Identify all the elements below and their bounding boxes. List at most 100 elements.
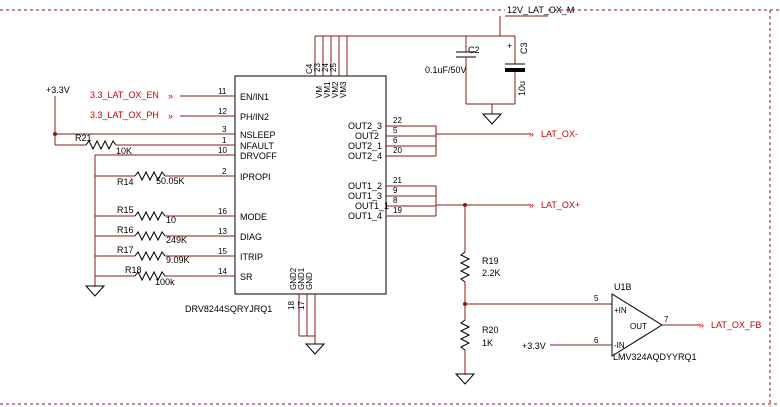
pin-name-diag: DIAG <box>240 232 262 242</box>
r18-ref: R18 <box>125 265 142 275</box>
resistor-r21[interactable] <box>85 139 117 151</box>
pin-name-en: EN/IN1 <box>240 92 269 102</box>
pin-num-out1-4: 19 <box>393 206 402 215</box>
net-en-arrow-icon: » <box>168 91 173 101</box>
net-en-label: 3.3_LAT_OX_EN <box>90 90 159 100</box>
net-out-minus-label: LAT_OX- <box>541 129 578 139</box>
net-feedback-arrow-icon: » <box>699 320 704 330</box>
cap-pin-label: C4 <box>305 63 314 74</box>
pin-num-out2: 5 <box>393 126 398 135</box>
pin-num-mode: 16 <box>218 207 227 216</box>
pin-name-out2-3: OUT2_3 <box>348 121 382 131</box>
r19-ref: R19 <box>482 256 499 266</box>
driver-part-label: DRV8244SQRYJRQ1 <box>185 304 272 314</box>
pin-name-out1-4: OUT1_4 <box>348 211 382 221</box>
driver-top-pins <box>314 35 500 76</box>
net-ph-arrow-icon: » <box>168 111 173 121</box>
r15-value: 10 <box>166 215 176 225</box>
pin-name-out1-2: OUT1_2 <box>348 181 382 191</box>
ground-icon-left <box>84 285 106 297</box>
pin-name-out1-3: OUT1_3 <box>348 191 382 201</box>
ground-icon-divider <box>454 373 476 385</box>
pin-name-ipropi: IPROPI <box>240 172 271 182</box>
r19-value: 2.2K <box>482 268 501 278</box>
resistor-r14[interactable] <box>134 170 166 182</box>
driver-top-pin-25-num: 25 <box>329 63 338 72</box>
rail-3v3-amp-label: +3.3V <box>522 341 546 351</box>
driver-bottom-pins <box>298 294 316 344</box>
driver-top-pin-vm2: VM2 <box>331 81 340 98</box>
r17-ref: R17 <box>117 245 134 255</box>
pin-num-out1-2: 21 <box>393 176 402 185</box>
pin-num-nsleep: 3 <box>222 125 227 134</box>
pin-name-sr: SR <box>240 272 253 282</box>
r21-value: 10K <box>116 146 132 156</box>
rail-12v-label: 12V_LAT_OX_M <box>507 5 574 15</box>
opamp-u1b[interactable] <box>611 293 663 357</box>
resistor-r18[interactable] <box>134 270 166 282</box>
net-ph-label: 3.3_LAT_OX_PH <box>90 110 159 120</box>
pin-name-nsleep: NSLEEP <box>240 130 276 140</box>
capacitor-c3[interactable] <box>505 36 525 104</box>
c2-ref: C2 <box>468 45 480 55</box>
resistor-r20[interactable] <box>459 319 471 351</box>
pin-num-out1-1: 8 <box>393 196 398 205</box>
driver-ic-body[interactable] <box>234 75 387 295</box>
resistor-r17[interactable] <box>134 250 166 262</box>
r21-ref: R21 <box>75 133 92 143</box>
pin-num-diag: 13 <box>218 227 227 236</box>
c3-ref: C3 <box>519 42 529 54</box>
pin-num-sr: 14 <box>218 267 227 276</box>
net-feedback-label: LAT_OX_FB <box>711 320 761 330</box>
driver-top-pin-vm: VM <box>315 86 324 98</box>
net-out-minus-arrow-icon: » <box>529 129 534 139</box>
driver-top-pin-vm3: VM3 <box>339 81 348 98</box>
pin-name-out1-1: OUT1_1 <box>355 201 389 211</box>
resistor-r19[interactable] <box>459 251 471 283</box>
pin-name-gnd1: GND1 <box>297 267 306 290</box>
pin-num-out2-4: 20 <box>393 146 402 155</box>
rail-3v3-left-label: +3.3V <box>46 85 70 95</box>
r16-value: 249K <box>166 235 187 245</box>
pin-num-en: 11 <box>218 87 227 96</box>
net-out-plus-arrow-icon: » <box>529 200 534 210</box>
opamp-pin-minus-num: 6 <box>594 336 599 345</box>
opamp-pin-plus-num: 5 <box>594 294 599 303</box>
pin-num-nfault: 1 <box>222 136 227 145</box>
out2-wires <box>386 125 530 157</box>
r14-value: 50.05K <box>156 176 185 186</box>
resistor-r16[interactable] <box>134 230 166 242</box>
pin-num-drvoff: 10 <box>218 146 227 155</box>
capacitor-c2[interactable] <box>456 36 476 104</box>
pin-name-ph: PH/IN2 <box>240 112 269 122</box>
pin-name-out2-4: OUT2_4 <box>348 151 382 161</box>
r20-value: 1K <box>482 338 493 348</box>
r14-ref: R14 <box>117 177 134 187</box>
pin-name-itrip: ITRIP <box>240 252 263 262</box>
pin-name-mode: MODE <box>240 212 267 222</box>
pin-name-nfault: NFAULT <box>240 141 274 151</box>
resistor-r15[interactable] <box>134 210 166 222</box>
r15-ref: R15 <box>117 205 134 215</box>
opamp-pin-plus-name: +IN <box>614 306 627 315</box>
pin-num-ph: 12 <box>218 107 227 116</box>
pin-num-itrip: 15 <box>218 247 227 256</box>
pin-name-out2: OUT2 <box>355 131 379 141</box>
r16-ref: R16 <box>117 225 134 235</box>
pin-num-out1-3: 9 <box>393 186 398 195</box>
driver-top-pin-vm1: VM1 <box>323 81 332 98</box>
driver-top-pin-23-num: 23 <box>313 63 322 72</box>
pin-name-drvoff: DRVOFF <box>240 151 277 161</box>
driver-ic[interactable]: DRV8244SQRYJRQ1 <box>185 75 387 314</box>
pin-name-out2-1: OUT2_1 <box>348 141 382 151</box>
opamp-ref: U1B <box>614 282 632 292</box>
opamp-pin-out-num: 7 <box>664 315 669 324</box>
pin-num-gnd2: 18 <box>287 301 296 310</box>
ground-icon-cap <box>481 113 503 125</box>
c3-value: 10u <box>517 81 527 96</box>
pin-name-gnd2: GND2 <box>289 267 298 290</box>
pin-num-ipropi: 2 <box>222 167 227 176</box>
opamp-pin-minus-name: -IN <box>614 341 625 350</box>
pin-num-out2-1: 6 <box>393 136 398 145</box>
